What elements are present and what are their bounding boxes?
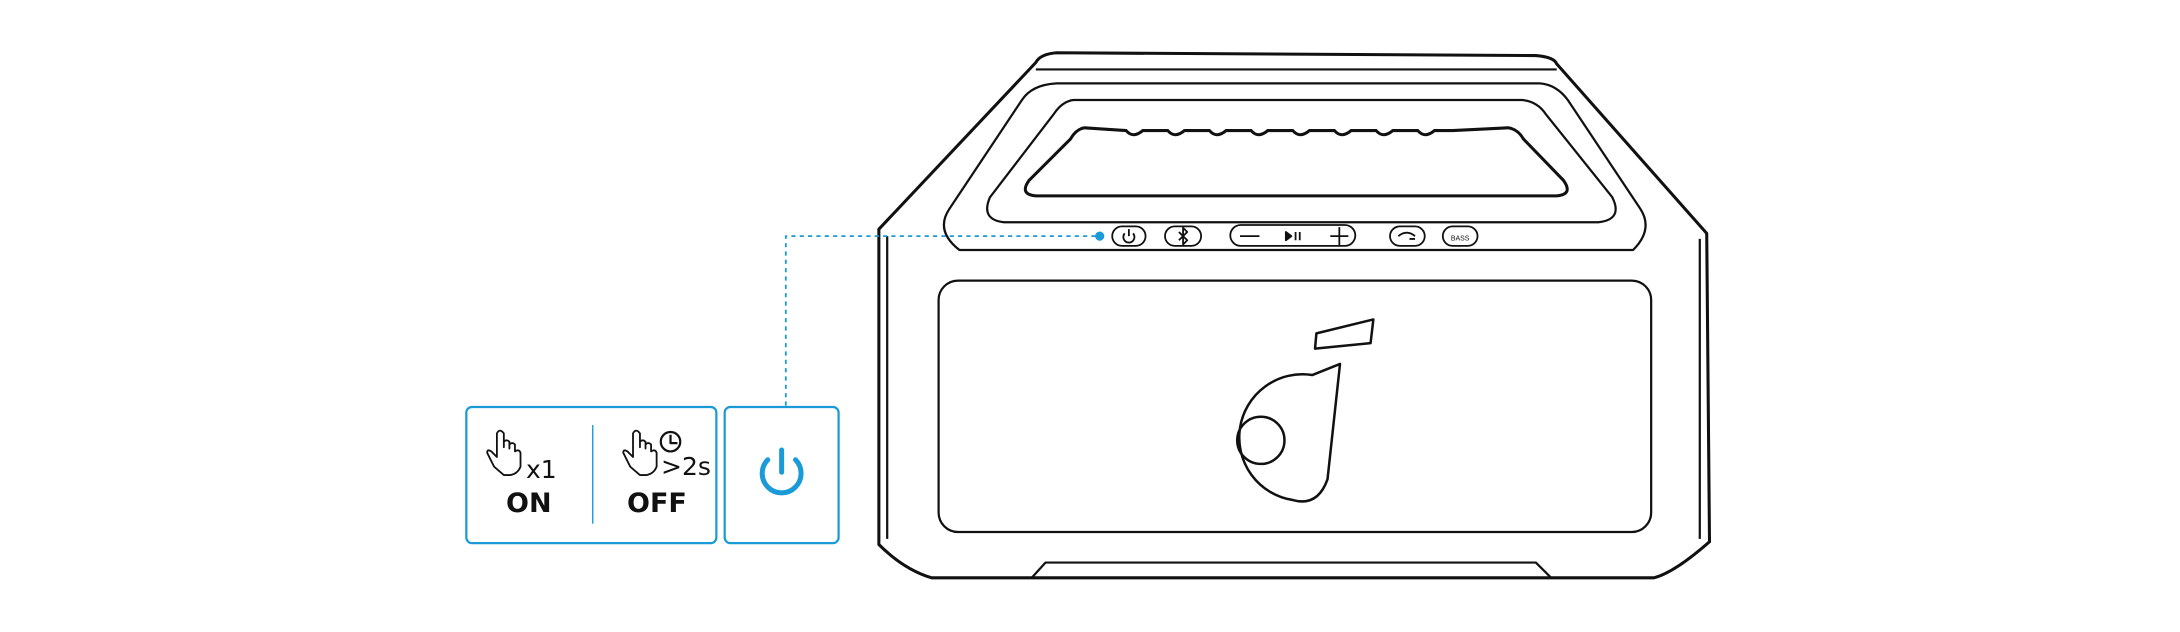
off-label: OFF <box>627 488 687 519</box>
bass-button[interactable]: BASS <box>1441 225 1479 247</box>
speaker-body <box>877 51 1712 580</box>
soundcore-logo <box>1235 318 1375 503</box>
bass-label: BASS <box>1451 235 1470 242</box>
instruction-box <box>465 405 840 545</box>
hand-hold-icon <box>622 429 658 476</box>
hand-press-icon <box>486 429 522 476</box>
control-panel: BASS <box>1111 224 1479 247</box>
volume-play-bar[interactable] <box>1229 224 1357 247</box>
callout-line <box>784 235 1096 407</box>
callout-dot <box>1095 231 1105 241</box>
speaker-grille <box>937 279 1653 534</box>
on-label: ON <box>506 488 552 519</box>
power-icon <box>759 447 804 496</box>
handle-grip <box>1023 126 1569 198</box>
bluetooth-button[interactable] <box>1164 225 1203 247</box>
clock-icon <box>659 430 682 453</box>
power-icon-box <box>723 405 840 545</box>
power-button[interactable] <box>1111 225 1147 247</box>
off-hold-duration: >2s <box>661 452 711 481</box>
on-press-count: x1 <box>526 455 557 484</box>
partycast-button[interactable] <box>1389 225 1426 247</box>
